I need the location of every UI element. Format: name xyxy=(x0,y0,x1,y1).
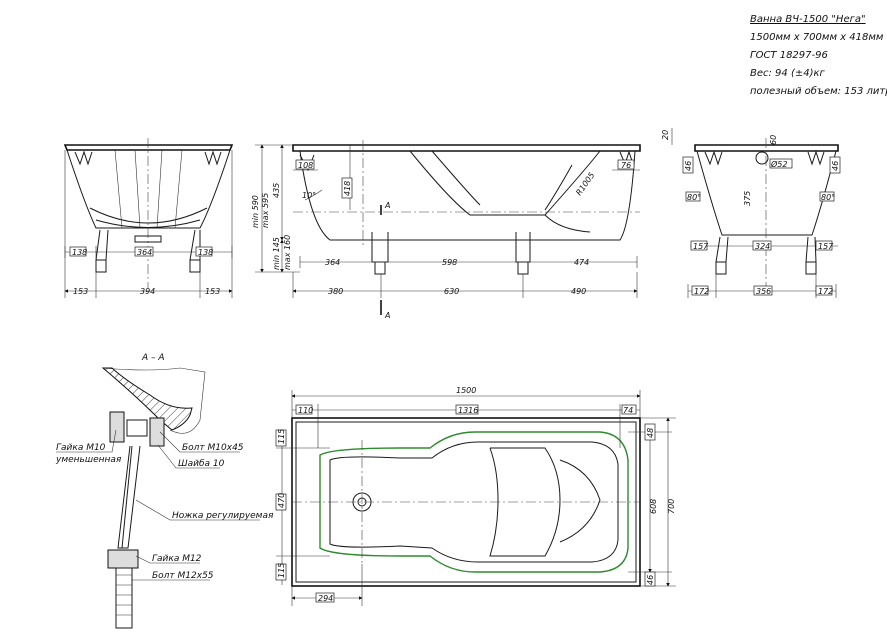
front-dim-b-center: 394 xyxy=(140,287,155,296)
front-dim-b-left: 153 xyxy=(73,287,88,296)
end-dim-46-left: 46 xyxy=(684,161,693,171)
side-dim-108: 108 xyxy=(298,161,313,170)
front-dim-b-right: 153 xyxy=(205,287,220,296)
plan-dim-470: 470 xyxy=(277,493,286,508)
side-r1-c: 474 xyxy=(574,258,589,267)
plan-dim-48-top: 48 xyxy=(646,428,655,438)
side-dim-435: 435 xyxy=(272,183,281,198)
plan-dim-700: 700 xyxy=(667,499,676,514)
end-r1-c: 157 xyxy=(818,242,834,251)
end-r1-b: 324 xyxy=(755,242,770,251)
plan-dim-46: 46 xyxy=(646,575,655,585)
front-dim-left: 138 xyxy=(72,248,87,257)
end-dim-52: Ø52 xyxy=(770,159,787,169)
plan-dim-1500: 1500 xyxy=(456,386,476,395)
section-aa: А – А Гайка М10 уменьшенная Болт М10х45 … xyxy=(55,353,274,629)
plan-view: 1500 110 1316 74 115 470 115 48 608 700 … xyxy=(275,386,676,606)
title-weight: Вес: 94 (±4)кг xyxy=(750,68,826,79)
side-dim-min145: min 145 xyxy=(272,237,281,270)
end-dim-a80-left: 80° xyxy=(687,193,701,202)
end-dim-20: 20 xyxy=(661,130,670,140)
side-dim-angle: 10° xyxy=(302,191,316,200)
side-view: A A min 590 max 595 435 min 145 max 160 … xyxy=(251,140,641,320)
section-title: А – А xyxy=(141,353,165,363)
label-leg: Ножка регулируемая xyxy=(172,511,274,521)
side-dim-76: 76 xyxy=(621,161,631,170)
plan-dim-115-bottom: 115 xyxy=(277,563,286,578)
plan-dim-294: 294 xyxy=(318,594,333,603)
side-dim-max160: max 160 xyxy=(283,235,292,270)
plan-dim-1316: 1316 xyxy=(458,406,478,415)
side-r2-b: 630 xyxy=(444,287,459,296)
label-nut-m10: Гайка М10 xyxy=(56,443,106,453)
end-r2-b: 356 xyxy=(756,287,771,296)
side-r1-b: 598 xyxy=(442,258,457,267)
plan-dim-115-top: 115 xyxy=(277,429,286,444)
front-dim-right: 138 xyxy=(198,248,213,257)
end-r1-a: 157 xyxy=(693,242,709,251)
end-view: 20 60 Ø52 46 46 375 80° 80° 157 324 157 … xyxy=(661,128,841,298)
side-r1-a: 364 xyxy=(325,258,340,267)
side-r2-c: 490 xyxy=(571,287,586,296)
title-gost: ГОСТ 18297-96 xyxy=(750,50,828,61)
end-r2-c: 172 xyxy=(818,287,833,296)
side-dim-max595: max 595 xyxy=(261,193,270,228)
plan-dim-608: 608 xyxy=(649,499,658,514)
front-view: 138 364 138 153 394 153 xyxy=(63,138,234,298)
side-dim-418: 418 xyxy=(343,181,352,196)
end-dim-60: 60 xyxy=(769,135,778,145)
label-bolt-m12: Болт М12х55 xyxy=(152,571,214,581)
side-r2-a: 380 xyxy=(328,287,343,296)
end-dim-a80-right: 80° xyxy=(821,193,835,202)
label-washer: Шайба 10 xyxy=(178,459,225,469)
side-dim-radius: R1005 xyxy=(574,171,596,197)
title-size: 1500мм х 700мм х 418мм xyxy=(750,32,884,43)
title-name: Ванна ВЧ-1500 "Нега" xyxy=(750,14,866,25)
end-dim-46-right: 46 xyxy=(831,161,840,171)
plan-dim-74: 74 xyxy=(623,406,633,415)
label-nut-m10-sub: уменьшенная xyxy=(55,455,122,465)
side-section-mark-bottom: A xyxy=(384,311,390,320)
side-dim-min590: min 590 xyxy=(251,195,260,228)
label-nut-m12: Гайка М12 xyxy=(152,554,202,564)
end-r2-a: 172 xyxy=(694,287,709,296)
front-dim-center: 364 xyxy=(137,248,152,257)
title-volume: полезный объем: 153 литра xyxy=(750,85,887,97)
end-dim-375: 375 xyxy=(743,191,752,206)
label-bolt-m10: Болт М10х45 xyxy=(182,443,244,453)
side-section-mark-top: A xyxy=(384,201,390,210)
title-block: Ванна ВЧ-1500 "Нега" 1500мм х 700мм х 41… xyxy=(750,14,887,97)
plan-dim-110: 110 xyxy=(298,406,313,415)
